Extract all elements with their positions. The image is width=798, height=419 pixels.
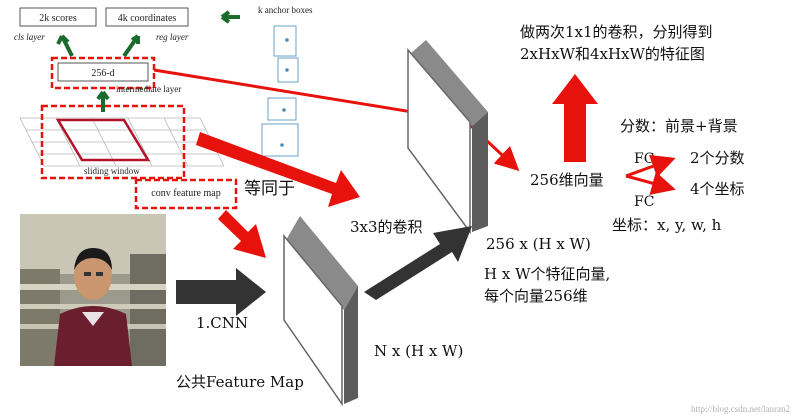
reg-coords-label: 4k coordinates [118,13,177,24]
conv3x3-arrow [364,226,472,300]
hxw-line2: 每个向量256维 [484,287,588,305]
sliding-window-label: sliding window [84,166,140,176]
cnn-label: 1.CNN [196,314,248,332]
green-arrow-cls [56,34,74,57]
nxhxw-label: N x (H x W) [374,342,463,360]
sliding-window [55,118,151,162]
cls-layer-label: cls layer [14,32,45,42]
intermediate-layer-label: intermediate layer [116,84,181,94]
conv3x3-label: 3x3的卷积 [350,218,423,236]
person-photo [20,214,166,366]
intermediate-box-label: 256-d [91,68,114,79]
green-arrow-left [220,10,240,24]
anchor-label: k anchor boxes [258,5,313,15]
rpn-figure: 2k scores 4k coordinates cls layer reg l… [14,5,313,210]
reg-coords-box [105,7,189,27]
dim256-label: 256 x (H x W) [486,235,591,253]
vec256-label: 256维向量 [530,171,604,189]
green-arrow-reg [122,34,140,58]
top-line2: 2xHxW和4xHxW的特征图 [520,45,705,63]
watermark: http://blog.csdn.net/lanran2 [691,404,790,414]
rpn-conv-panel [407,40,488,235]
shared-feature-panel [283,216,358,407]
top-line1: 做两次1x1的卷积，分别得到 [520,23,713,41]
equivalent-label: 等同于 [244,179,295,199]
cls-scores-box [19,7,97,27]
big-red-arrow-diag [196,132,360,207]
coord-desc: 坐标：x, y, w, h [612,216,722,234]
sliding-window-outline [40,104,186,180]
big-red-arrow-down [218,210,266,258]
four-coords-label: 4个坐标 [690,180,745,198]
fc-score-arrow [625,154,676,178]
fc1-label: FC [634,151,654,167]
fc-coord-arrow [625,171,676,195]
big-red-arrow-up [552,74,598,162]
conv-feature-map-label: conv feature map [151,188,220,199]
conv-feature-map-outline [134,178,238,210]
score-desc: 分数：前景+背景 [620,117,738,135]
intermediate-box [57,62,149,82]
reg-layer-label: reg layer [156,32,189,42]
feature-grid [19,117,225,167]
two-scores-label: 2个分数 [690,149,745,167]
cls-scores-label: 2k scores [39,13,77,24]
anchor-boxes [261,25,299,157]
hxw-line1: H x W个特征向量, [484,265,610,283]
fc2-label: FC [634,194,654,210]
intermediate-outline [50,56,156,90]
cnn-arrow [176,268,266,316]
shared-feature-map-label: 公共Feature Map [176,373,304,391]
green-arrow-mid [96,90,110,112]
